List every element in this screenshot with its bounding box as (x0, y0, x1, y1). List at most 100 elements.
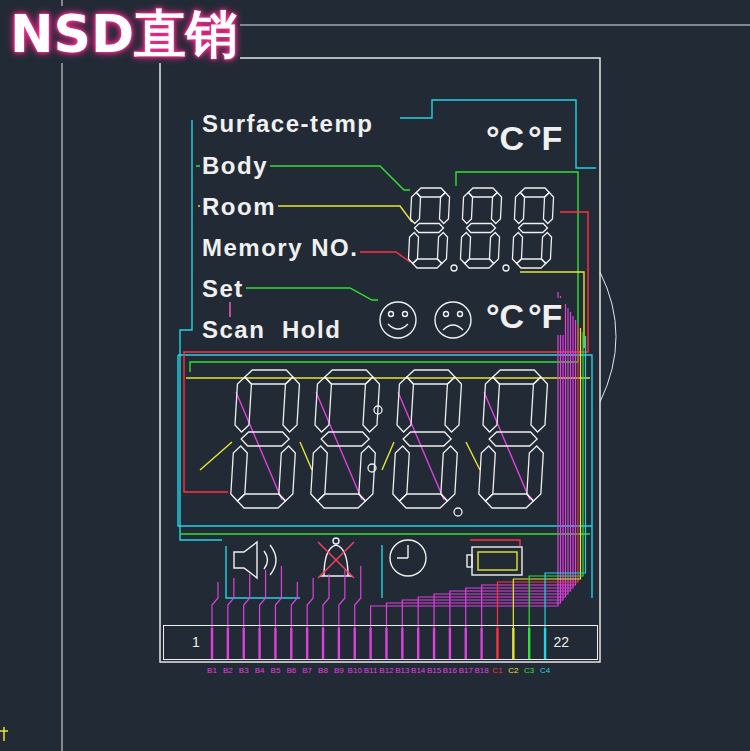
wire-trace (450, 312, 571, 628)
digit-segment (527, 446, 543, 501)
status-icon (435, 302, 471, 338)
pin-name: B8 (318, 667, 328, 676)
digit-segment (279, 446, 295, 501)
wire-trace (236, 392, 530, 500)
watermark: NSD直销 (8, 6, 240, 63)
indicator-label: Hold (280, 317, 343, 343)
pin-name: B5 (271, 667, 281, 676)
digit-segment (325, 370, 373, 384)
digit-segment (462, 193, 472, 224)
frame-line (62, 0, 63, 751)
digit-segment (491, 193, 501, 224)
wire-trace (434, 308, 568, 628)
connector-strip: 1 22 (163, 625, 598, 660)
digit-segment (514, 193, 524, 224)
connector-pin (480, 628, 482, 660)
wire-trace (386, 296, 560, 628)
digit-segment (231, 446, 247, 501)
connector-pin (449, 628, 451, 660)
connector-pin (544, 628, 546, 660)
digit-segment (237, 494, 285, 508)
pin-name: B4 (255, 667, 265, 676)
digit-segment (468, 188, 497, 197)
indicator-label: Surface-temp (200, 111, 375, 137)
status-icon (318, 542, 354, 578)
digit-segment (517, 259, 546, 268)
digit-segment (413, 259, 442, 268)
digit-segment (437, 233, 447, 264)
status-icon (380, 302, 416, 338)
pin-name: C3 (524, 667, 534, 676)
wire-trace (291, 582, 297, 628)
wire-trace (212, 582, 218, 628)
digit-segment (489, 432, 537, 446)
decimal-dot (374, 406, 382, 414)
status-icon (472, 547, 522, 575)
wire-trace (339, 570, 345, 628)
frame-line (62, 0, 750, 751)
digit-segment (465, 259, 494, 268)
pin-name: B11 (364, 667, 378, 676)
wire-trace (244, 574, 250, 628)
digit-segment (531, 377, 547, 432)
connector-pin (528, 628, 530, 660)
pin-number: 1 (190, 635, 202, 650)
corner-mark (0, 727, 8, 741)
wire-trace (244, 288, 378, 300)
indicator-label: Memory NO. (200, 235, 360, 261)
wire-trace (355, 566, 361, 628)
wire-trace (190, 172, 578, 372)
digit-segment (408, 233, 418, 264)
digit-segment (415, 224, 444, 233)
connector-pin (338, 628, 340, 660)
connector-pin (354, 628, 356, 660)
pin-name: B3 (239, 667, 249, 676)
indicator-label: Scan (200, 317, 267, 343)
pin-name: B13 (395, 667, 409, 676)
connector-pin (290, 628, 292, 660)
digit-segment (359, 446, 375, 501)
decimal-dot (451, 265, 457, 271)
digit-segment (407, 370, 455, 384)
connector-pin (417, 628, 419, 660)
digit-segment (489, 233, 499, 264)
status-icon (467, 555, 472, 567)
pin-name: B10 (348, 667, 362, 676)
connector-pin (274, 628, 276, 660)
pin-number: 22 (551, 635, 571, 650)
connector-pin (306, 628, 308, 660)
pin-name: B17 (459, 667, 473, 676)
connector-pin (433, 628, 435, 660)
decimal-dot (503, 265, 509, 271)
pin-name: B2 (223, 667, 233, 676)
pin-name: B1 (207, 667, 217, 676)
segment-group (212, 628, 545, 660)
connector-pin (512, 628, 514, 660)
pin-name: B14 (411, 667, 425, 676)
unit-symbol: °F (526, 120, 564, 157)
frame-line (600, 272, 616, 402)
connector-pin (385, 628, 387, 660)
decimal-dot (454, 508, 462, 516)
digit-segment (460, 233, 470, 264)
digit-segment (410, 193, 420, 224)
status-icon (388, 324, 408, 329)
pin-name: B12 (379, 667, 393, 676)
digit-segment (311, 446, 327, 501)
wire-trace (180, 533, 590, 534)
pin-name: B16 (443, 667, 457, 676)
wire-trace (545, 336, 585, 628)
wire-trace (529, 332, 583, 628)
indicator-label: Set (200, 276, 246, 302)
digit-segment (493, 370, 541, 384)
pin-name: B15 (427, 667, 441, 676)
pin-name: C2 (508, 667, 518, 676)
unit-symbol: °F (526, 298, 564, 335)
pin-name: B6 (286, 667, 296, 676)
status-icon (390, 540, 426, 576)
digit-segment (483, 377, 499, 432)
digit-segment (363, 377, 379, 432)
unit-symbol: °C (484, 298, 526, 335)
pin-name: B9 (334, 667, 344, 676)
